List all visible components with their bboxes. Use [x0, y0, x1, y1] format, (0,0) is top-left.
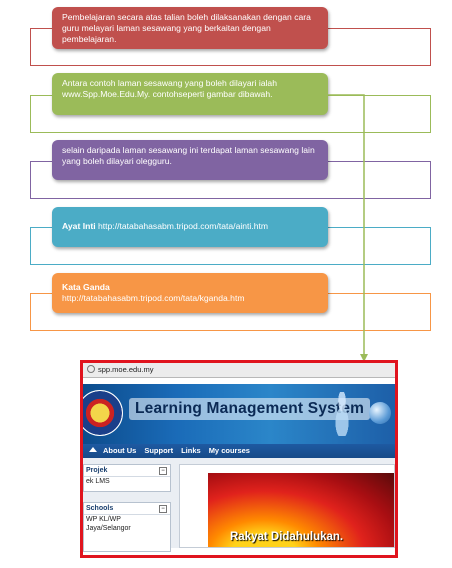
card-5-link[interactable]: http://tatabahasabm.tripod.com/tata/kgan…	[62, 293, 245, 303]
side-block-projek-header: Projek−	[84, 465, 170, 477]
side-block-schools-header: Schools−	[84, 503, 170, 515]
side-block-schools-item-2: Jaya/Selangor	[86, 525, 131, 532]
card-3-text: selain daripada laman sesawang ini terda…	[62, 145, 315, 166]
nav-about: About Us	[103, 446, 137, 455]
card-online-learning: Pembelajaran secara atas talian boleh di…	[52, 7, 328, 49]
nav-support: Support	[144, 446, 174, 455]
website-screenshot: spp.moe.edu.my Learning Management Syste…	[80, 360, 398, 558]
lms-banner: Learning Management System	[83, 384, 395, 444]
collapse-icon: −	[159, 505, 167, 513]
card-4-bold: Ayat Inti	[62, 221, 96, 231]
side-block-projek: Projek− ek LMS	[83, 464, 171, 492]
lms-title: Learning Management System	[129, 398, 371, 420]
globe-icon	[87, 365, 95, 373]
sphere-graphic	[369, 402, 391, 424]
card-1-text: Pembelajaran secara atas talian boleh di…	[62, 12, 311, 44]
side-block-schools-item-1: WP KL/WP	[86, 516, 121, 523]
card-ayat-inti: Ayat Inti http://tatabahasabm.tripod.com…	[52, 207, 328, 247]
card-4-link[interactable]: http://tatabahasabm.tripod.com/tata/aint…	[97, 221, 269, 231]
side-block-schools: Schools− WP KL/WP Jaya/Selangor	[83, 502, 171, 552]
address-text: spp.moe.edu.my	[98, 365, 154, 374]
moe-logo	[83, 390, 123, 436]
collapse-icon: −	[159, 467, 167, 475]
lms-body: Projek− ek LMS Schools− WP KL/WP Jaya/Se…	[83, 458, 395, 552]
home-icon	[89, 447, 97, 452]
nav-courses: My courses	[208, 446, 250, 455]
figure-graphic	[329, 392, 355, 436]
card-example-site: Antara contoh laman sesawang yang boleh …	[52, 73, 328, 115]
rakyat-banner: Rakyat Didahulukan.	[208, 473, 394, 547]
lms-nav: About Us Support Links My courses	[83, 444, 395, 458]
card-2-text: Antara contoh laman sesawang yang boleh …	[62, 78, 277, 99]
card-kata-ganda: Kata Ganda http://tatabahasabm.tripod.co…	[52, 273, 328, 313]
rakyat-tagline: Rakyat Didahulukan.	[230, 531, 344, 543]
nav-links: Links	[181, 446, 201, 455]
side-block-projek-item: ek LMS	[86, 478, 110, 485]
card-other-sites: selain daripada laman sesawang ini terda…	[52, 140, 328, 180]
lms-content: Rakyat Didahulukan.	[179, 464, 395, 548]
address-bar: spp.moe.edu.my	[83, 363, 395, 378]
card-5-bold: Kata Ganda	[62, 282, 110, 292]
